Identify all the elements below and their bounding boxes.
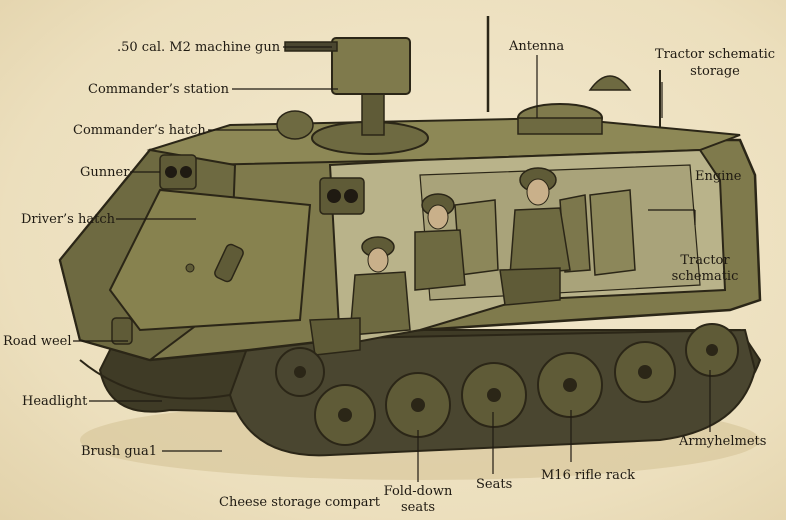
label-road-wheel: Road weel	[3, 334, 72, 349]
front-headlight	[111, 317, 133, 345]
label-m16-rack: M16 rifle rack	[541, 468, 635, 483]
label-tractor-storage-line2: storage	[690, 64, 740, 79]
periscope-right	[319, 177, 365, 215]
periscope-left	[159, 154, 197, 190]
road-wheels	[275, 323, 739, 446]
label-driver-hatch: Driver’s hatch	[21, 212, 115, 227]
label-tractor-schematic-line2: schematic	[671, 269, 739, 284]
soldier-rear	[499, 167, 571, 306]
seat-back-2	[589, 189, 636, 276]
m2-gun-body	[331, 37, 411, 95]
label-machine-gun: .50 cal. M2 machine gun	[117, 40, 281, 55]
label-engine: Engine	[695, 169, 742, 184]
label-tractor-schematic-line1: Tractor	[680, 253, 730, 268]
label-antenna: Antenna	[509, 39, 565, 54]
label-headlight: Headlight	[22, 394, 88, 409]
label-gunner: Gunner	[80, 165, 130, 180]
brush-guard	[79, 359, 231, 400]
label-fold-down-line1: Fold-down	[383, 484, 453, 499]
label-commander-station: Commander’s station	[88, 82, 229, 97]
label-brush-guard: Brush gua1	[81, 444, 158, 459]
soldier-middle	[414, 193, 466, 291]
label-fold-down-line2: seats	[400, 500, 435, 515]
leader-lines	[73, 46, 711, 482]
driver-hatch-plate	[108, 188, 312, 332]
label-tractor-storage-line1: Tractor schematic	[654, 47, 776, 62]
rear-hatch-collar	[517, 117, 603, 135]
stowed-helmet	[588, 75, 632, 91]
hatch-handle	[214, 243, 244, 283]
hatch-bolt	[185, 263, 195, 273]
label-commander-hatch: Commander’s hatch	[73, 123, 206, 138]
label-army-helmets: Armyhelmets	[679, 434, 767, 449]
commander-hatch-helmet	[276, 110, 314, 140]
soldier-driver	[309, 236, 411, 356]
label-cheese-storage: Cheese storage compart	[219, 495, 380, 510]
label-seats: Seats	[476, 477, 513, 492]
